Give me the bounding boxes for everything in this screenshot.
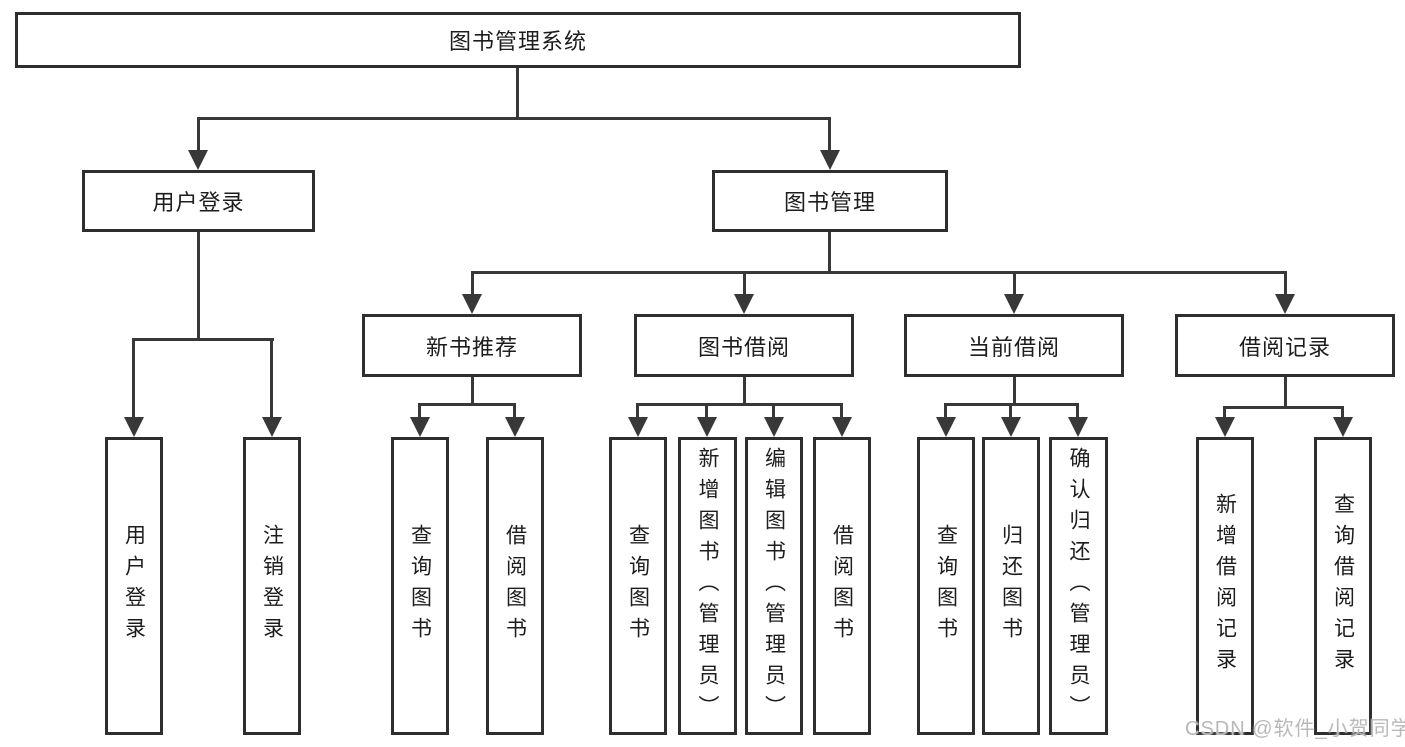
edge-new-book-stem — [471, 377, 474, 404]
edge-to-leaf-user-login-stem — [132, 338, 135, 417]
edge-to-book-management-stem — [828, 117, 831, 150]
arrow-down-icon — [820, 150, 840, 170]
arrow-down-icon — [1001, 417, 1021, 437]
leaf-confirm-return-admin: 确认归还（管理员） — [1049, 437, 1108, 735]
arrow-down-icon — [764, 417, 784, 437]
edge-leaf-stem — [513, 403, 516, 417]
edge-to-new-book-stem — [471, 271, 474, 294]
leaf-query-borrow-record: 查询借阅记录 — [1314, 437, 1372, 735]
node-label: 用户登录 — [152, 190, 245, 215]
leaf-add-borrow-record: 新增借阅记录 — [1196, 437, 1254, 735]
edge-user-login-stem — [197, 232, 200, 339]
arrow-down-icon — [936, 417, 956, 437]
edge-to-current-borrowing-stem — [1013, 271, 1016, 294]
edge-leaf-stem — [1009, 403, 1012, 417]
arrow-down-icon — [505, 417, 525, 437]
node-book-borrowing: 图书借阅 — [634, 314, 854, 377]
edge-leaf-stem — [1341, 406, 1344, 417]
leaf-label: 新增借阅记录 — [1213, 493, 1237, 679]
node-current-borrowing: 当前借阅 — [904, 314, 1124, 377]
leaf-query-books-borrowing: 查询图书 — [609, 437, 667, 735]
arrow-down-icon — [628, 417, 648, 437]
edge-leaf-stem — [418, 403, 421, 417]
leaf-label: 查询图书 — [626, 524, 650, 648]
node-book-management: 图书管理 — [712, 170, 948, 232]
arrow-down-icon — [1333, 417, 1353, 437]
leaf-label: 归还图书 — [999, 524, 1023, 648]
node-label: 图书管理系统 — [448, 29, 587, 54]
leaf-add-book-admin: 新增图书（管理员） — [678, 437, 737, 735]
leaf-label: 新增图书（管理员） — [696, 446, 719, 726]
edge-new-book-bar — [418, 403, 516, 406]
edge-book-borrowing-bar — [636, 403, 843, 406]
node-label: 图书借阅 — [697, 334, 790, 360]
node-user-login: 用户登录 — [82, 170, 315, 232]
edge-borrowing-records-stem2 — [1284, 377, 1287, 407]
edge-leaf-stem — [1223, 406, 1226, 417]
arrow-down-icon — [1215, 417, 1235, 437]
leaf-query-books-current: 查询图书 — [917, 437, 975, 735]
arrow-down-icon — [1068, 417, 1088, 437]
leaf-label: 注销登录 — [260, 524, 284, 648]
node-label: 图书管理 — [783, 190, 876, 215]
arrow-down-icon — [832, 417, 852, 437]
leaf-label: 查询图书 — [408, 524, 432, 648]
edge-leaf-stem — [636, 403, 639, 417]
edge-leaf-stem — [840, 403, 843, 417]
node-library-management-system: 图书管理系统 — [15, 12, 1021, 68]
leaf-label: 编辑图书（管理员） — [762, 446, 786, 726]
leaf-label: 确认归还（管理员） — [1067, 446, 1090, 726]
leaf-edit-book-admin: 编辑图书（管理员） — [745, 437, 803, 735]
node-label: 当前借阅 — [967, 334, 1060, 360]
arrow-down-icon — [1275, 294, 1295, 314]
edge-leaf-stem — [705, 403, 708, 417]
edge-to-borrowing-records-stem — [1284, 271, 1287, 294]
arrow-down-icon — [188, 150, 208, 170]
leaf-logout: 注销登录 — [243, 437, 301, 735]
arrow-down-icon — [734, 294, 754, 314]
edge-root-stem — [516, 68, 519, 118]
edge-to-book-borrowing-stem — [743, 271, 746, 294]
edge-to-user-login-stem — [197, 117, 200, 150]
node-label: 借阅记录 — [1238, 334, 1331, 360]
edge-borrowing-records-bar — [1223, 406, 1344, 409]
edge-leaf-stem — [1076, 403, 1079, 417]
edge-to-leaf-logout-stem — [270, 338, 273, 417]
leaf-label: 查询图书 — [934, 524, 958, 648]
node-borrowing-records: 借阅记录 — [1175, 314, 1395, 377]
leaf-query-books-recommend: 查询图书 — [391, 437, 449, 735]
node-label: 新书推荐 — [425, 334, 518, 360]
edge-book-borrowing-stem2 — [743, 377, 746, 404]
edge-root-bar — [197, 117, 831, 120]
arrow-down-icon — [262, 417, 282, 437]
arrow-down-icon — [1004, 294, 1024, 314]
arrow-down-icon — [462, 294, 482, 314]
arrow-down-icon — [697, 417, 717, 437]
edge-leaf-stem — [772, 403, 775, 417]
leaf-label: 查询借阅记录 — [1331, 493, 1355, 679]
edge-current-borrowing-stem2 — [1013, 377, 1016, 404]
leaf-borrow-books-borrowing: 借阅图书 — [813, 437, 871, 735]
edge-leaf-stem — [944, 403, 947, 417]
csdn-watermark: CSDN @软件_小贺同学 — [1185, 718, 1405, 740]
leaf-label: 借阅图书 — [830, 524, 854, 648]
edge-user-login-bar — [132, 338, 274, 341]
leaf-borrow-books-recommend: 借阅图书 — [486, 437, 544, 735]
node-new-book-recommendation: 新书推荐 — [362, 314, 582, 377]
edge-book-management-bar — [471, 271, 1287, 274]
leaf-return-books: 归还图书 — [982, 437, 1040, 735]
edge-book-management-stem — [828, 232, 831, 273]
leaf-label: 借阅图书 — [503, 524, 527, 648]
leaf-user-login: 用户登录 — [105, 437, 163, 735]
arrow-down-icon — [124, 417, 144, 437]
leaf-label: 用户登录 — [122, 524, 146, 648]
arrow-down-icon — [410, 417, 430, 437]
